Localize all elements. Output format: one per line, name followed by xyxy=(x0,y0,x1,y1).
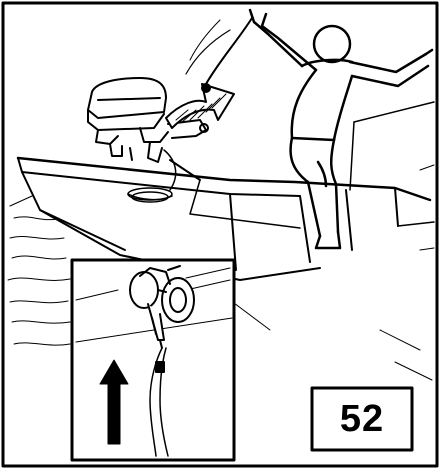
inset-detail xyxy=(72,260,234,460)
page-number: 52 xyxy=(312,388,412,450)
pull-arrow-icon xyxy=(166,18,252,128)
person-icon xyxy=(250,10,432,248)
loose-cord xyxy=(128,150,176,202)
boat-hull xyxy=(18,102,434,280)
